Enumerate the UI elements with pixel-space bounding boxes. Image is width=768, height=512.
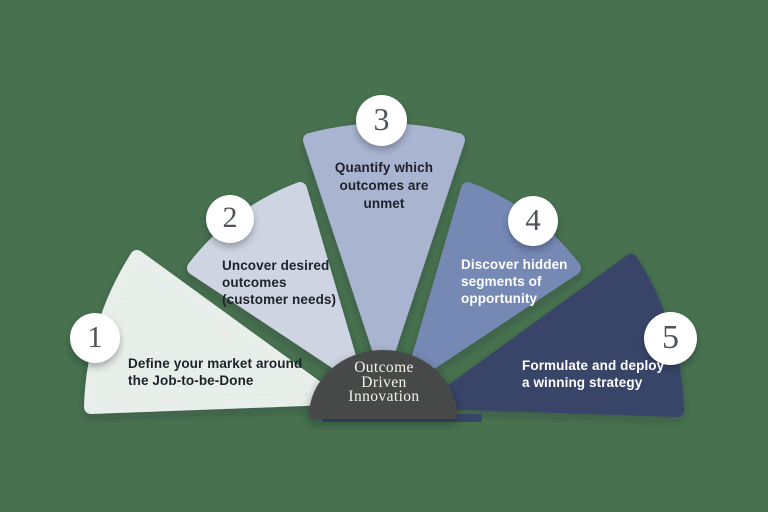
step-5-number-badge: 5 <box>644 312 697 365</box>
segment-2-label: Uncover desired outcomes (customer needs… <box>222 258 337 307</box>
step-3-number: 3 <box>373 101 390 137</box>
center-dome <box>309 350 457 419</box>
segment-5-label: Formulate and deploy a winning strategy <box>522 358 665 390</box>
step-2-number-badge: 2 <box>206 195 254 243</box>
step-3-number-badge: 3 <box>356 95 407 146</box>
segment-1-label: Define your market around the Job-to-be-… <box>128 356 303 388</box>
step-4-number-badge: 4 <box>508 196 558 246</box>
segment-3-label: Quantify which outcomes are unmet <box>334 160 434 211</box>
step-2-number: 2 <box>222 201 238 234</box>
segment-4-label: Discover hidden segments of opportunity <box>461 257 568 306</box>
step-1-number-badge: 1 <box>70 313 120 363</box>
segment-1-dot-texture <box>91 257 331 407</box>
step-5-number: 5 <box>662 318 679 356</box>
step-4-number: 4 <box>525 202 541 237</box>
center-dome-title: Outcome Driven Innovation <box>348 359 420 405</box>
step-1-number: 1 <box>87 319 103 354</box>
